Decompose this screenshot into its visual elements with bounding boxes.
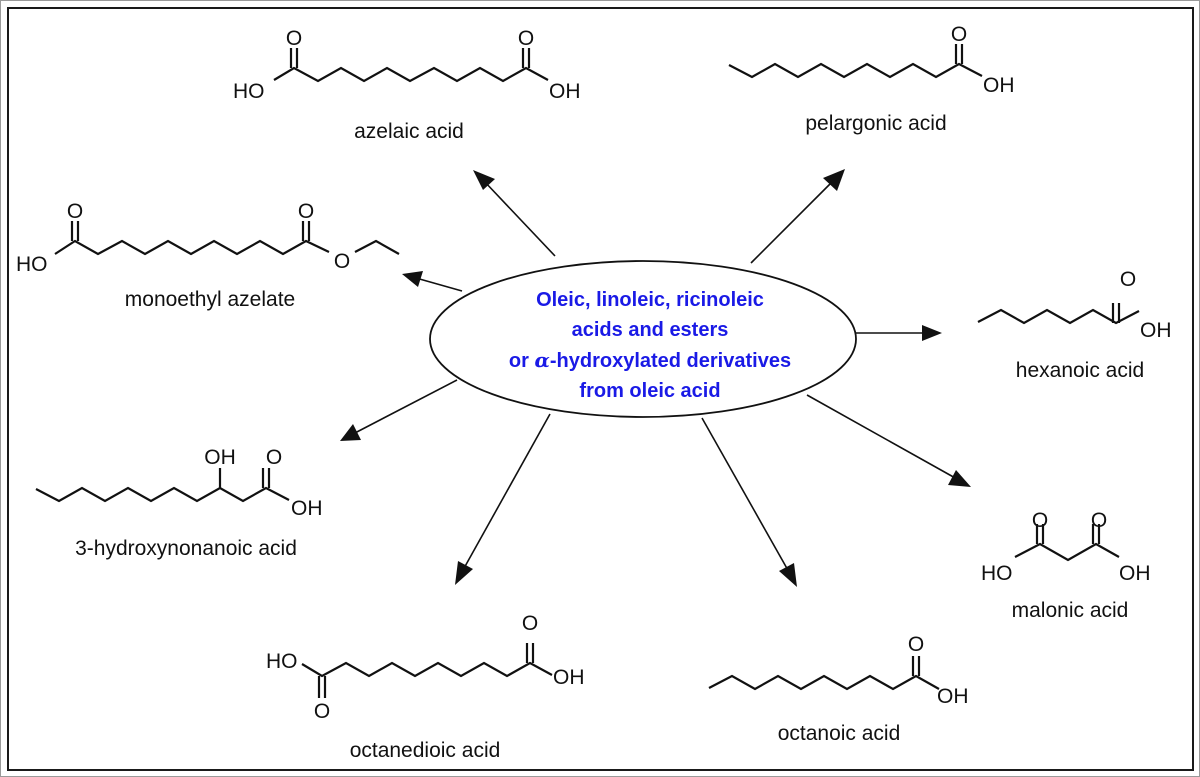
monoethyl-hydroxyl: HO	[16, 253, 48, 276]
azelaic-acid-label: azelaic acid	[354, 120, 464, 143]
arrow-to-malonic	[806, 394, 971, 487]
monoethyl-ester-oxygen: O	[334, 250, 350, 273]
octanoic-hydroxyl: OH	[937, 685, 969, 708]
monoethyl-azelate-structure: O O HO O monoethyl azelate	[16, 200, 400, 311]
hydroxynonanoic-oxygen: O	[266, 446, 282, 469]
octanedioic-oxygen-right: O	[522, 612, 538, 635]
hydroxynonanoic-acid-structure: OH O OH 3-hydroxynonanoic acid	[35, 446, 323, 560]
octanedioic-acid-label: octanedioic acid	[350, 739, 501, 762]
hexanoic-oxygen: O	[1120, 268, 1136, 291]
arrow-to-azelaic	[473, 170, 556, 257]
monoethyl-oxygen-left: O	[67, 200, 83, 223]
octanoic-acid-structure: O OH octanoic acid	[708, 633, 969, 745]
reaction-arrows	[340, 169, 971, 587]
malonic-hydroxyl-right: OH	[1119, 562, 1151, 585]
arrow-to-hexanoic	[856, 325, 942, 341]
azelaic-hydroxyl-left: HO	[233, 80, 265, 103]
octanedioic-hydroxyl-left: HO	[266, 650, 298, 673]
pelargonic-oxygen: O	[951, 23, 967, 46]
malonic-hydroxyl-left: HO	[981, 562, 1013, 585]
arrow-to-octanedioic	[455, 413, 551, 585]
alpha-symbol: α	[534, 348, 549, 372]
hexanoic-acid-structure: O OH hexanoic acid	[977, 268, 1172, 382]
center-line-3-suffix: -hydroxylated derivatives	[550, 350, 791, 372]
center-line-3: or α-hydroxylated derivatives	[509, 348, 791, 372]
pelargonic-hydroxyl: OH	[983, 74, 1015, 97]
hexanoic-acid-label: hexanoic acid	[1016, 359, 1144, 382]
center-line-4: from oleic acid	[579, 380, 720, 402]
azelaic-acid-structure: O O HO OH azelaic acid	[233, 27, 581, 143]
hydroxynonanoic-hydroxyl: OH	[291, 497, 323, 520]
arrow-to-monoethyl	[402, 271, 463, 292]
azelaic-hydroxyl-right: OH	[549, 80, 581, 103]
center-line-3-prefix: or	[509, 350, 535, 372]
octanoic-oxygen: O	[908, 633, 924, 656]
azelaic-oxygen-left: O	[286, 27, 302, 50]
octanoic-acid-label: octanoic acid	[778, 722, 901, 745]
arrow-to-hydroxynonanoic	[340, 379, 458, 441]
azelaic-oxygen-right: O	[518, 27, 534, 50]
source-ellipse: Oleic, linoleic, ricinoleic acids and es…	[429, 260, 857, 418]
malonic-oxygen-left: O	[1032, 509, 1048, 532]
octanedioic-hydroxyl-right: OH	[553, 666, 585, 689]
center-line-1: Oleic, linoleic, ricinoleic	[536, 289, 764, 311]
hexanoic-hydroxyl: OH	[1140, 319, 1172, 342]
arrow-to-pelargonic	[750, 169, 845, 264]
hydroxynonanoic-acid-label: 3-hydroxynonanoic acid	[75, 537, 297, 560]
pelargonic-acid-label: pelargonic acid	[805, 112, 946, 135]
pelargonic-acid-structure: O OH pelargonic acid	[728, 23, 1015, 135]
malonic-acid-structure: O O HO OH malonic acid	[981, 509, 1151, 622]
octanedioic-acid-structure: HO O O OH octanedioic acid	[266, 612, 585, 762]
octanedioic-oxygen-left: O	[314, 700, 330, 723]
inner-frame	[7, 7, 1194, 771]
center-line-2: acids and esters	[572, 319, 729, 341]
malonic-oxygen-right: O	[1091, 509, 1107, 532]
monoethyl-azelate-label: monoethyl azelate	[125, 288, 295, 311]
malonic-acid-label: malonic acid	[1012, 599, 1129, 622]
hydroxynonanoic-hydroxyl-top: OH	[204, 446, 236, 469]
monoethyl-oxygen-right: O	[298, 200, 314, 223]
arrow-to-octanoic	[701, 417, 797, 587]
